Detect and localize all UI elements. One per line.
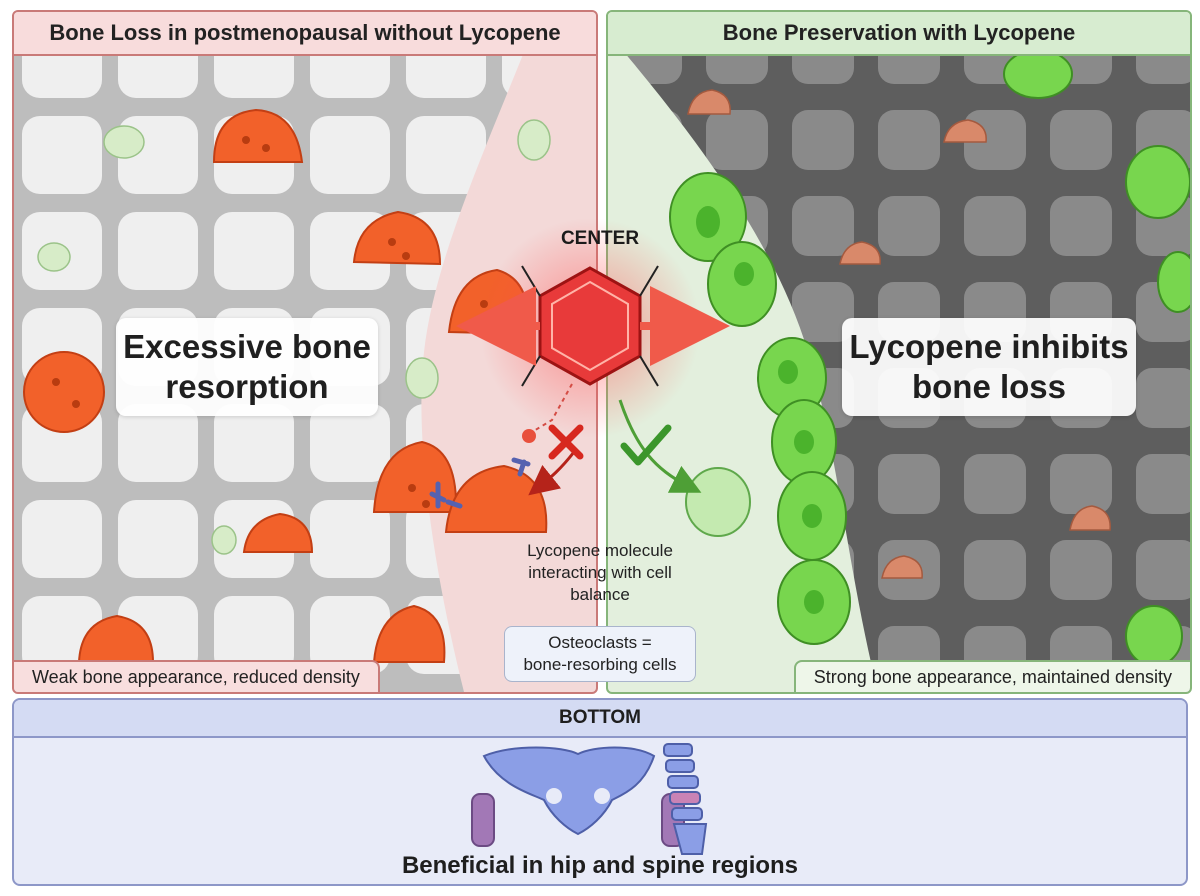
anatomy-icons [471, 743, 708, 855]
right-panel-title: Bone Preservation with Lycopene [608, 12, 1190, 56]
receptor-icons [429, 457, 531, 509]
excessive-resorption-label: Excessive bone resorption [116, 318, 378, 416]
bottom-panel: BOTTOM Beneficial in hip and spine regio… [12, 698, 1188, 886]
pale-osteoblasts [37, 119, 551, 555]
maturing-osteoblast [685, 467, 751, 537]
spine-icon [663, 743, 708, 855]
hip-pelvis-icon [471, 746, 685, 847]
left-footer-label: Weak bone appearance, reduced density [14, 660, 380, 692]
bottom-caption: Beneficial in hip and spine regions [401, 852, 799, 879]
right-footer-label: Strong bone appearance, maintained densi… [793, 660, 1190, 692]
left-panel-title: Bone Loss in postmenopausal without Lyco… [14, 12, 596, 56]
molecule-caption: Lycopene molecule interacting with cell … [527, 541, 673, 604]
osteoclast-definition-note: Osteoclasts = bone-resorbing cells [504, 626, 696, 682]
small-osteoclasts [687, 89, 1111, 579]
bottom-panel-title: BOTTOM [14, 700, 1186, 738]
target-osteoclast [444, 464, 548, 533]
center-title: CENTER [560, 228, 640, 249]
lycopene-inhibits-label: Lycopene inhibits bone loss [842, 318, 1136, 416]
